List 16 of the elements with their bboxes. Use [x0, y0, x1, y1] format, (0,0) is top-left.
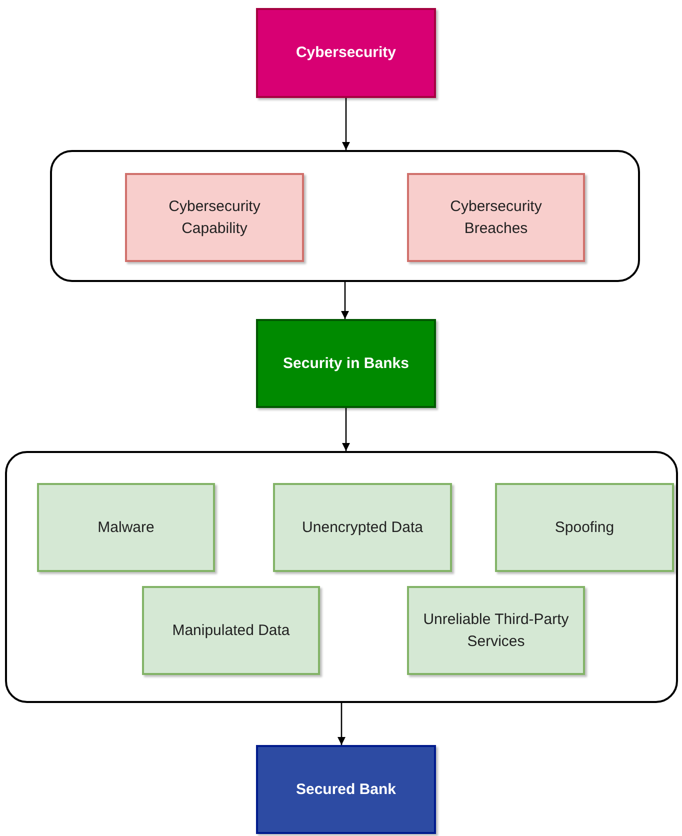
process-box: Malware — [37, 483, 215, 572]
process-box: Cybersecurity Capability — [125, 173, 304, 262]
process-box: Manipulated Data — [142, 586, 320, 675]
arrow — [341, 282, 349, 319]
process-box: Cybersecurity Breaches — [407, 173, 585, 262]
group-box — [50, 150, 640, 282]
process-box: Spoofing — [495, 483, 674, 572]
process-box: Unreliable Third-Party Services — [407, 586, 585, 675]
arrow — [342, 408, 350, 451]
process-box: Security in Banks — [256, 319, 436, 408]
process-box: Unencrypted Data — [273, 483, 452, 572]
arrow — [342, 98, 350, 150]
arrow — [338, 703, 346, 745]
process-box: Cybersecurity — [256, 8, 436, 98]
process-box: Secured Bank — [256, 745, 436, 834]
group-box — [5, 451, 678, 703]
